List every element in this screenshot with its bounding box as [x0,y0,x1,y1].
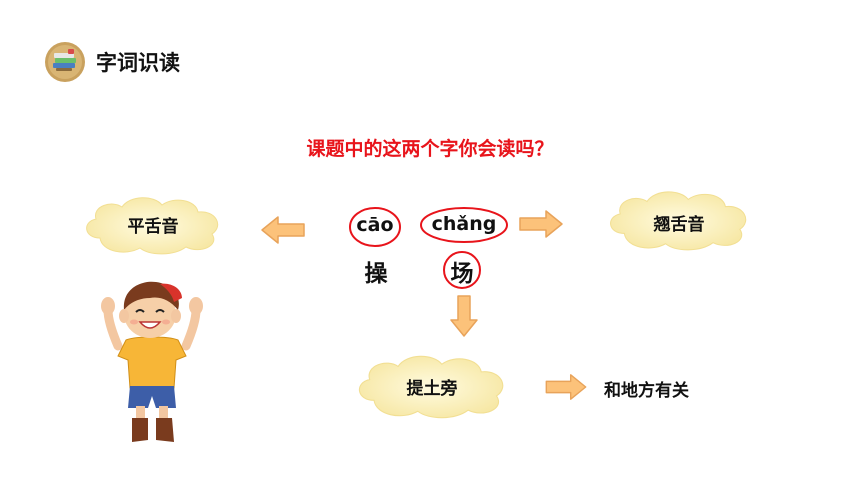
cloud-label-right: 翘舌音 [653,215,705,235]
cloud-shape-right [610,191,747,251]
pinyin-cao-circle: cāo [348,206,402,248]
hanzi-chang: 场 [450,261,474,287]
cloud-retroflex: 翘舌音 [598,186,760,252]
cloud-flat-tongue: 平舌音 [78,192,228,256]
pinyin-chang: chǎng [431,213,497,235]
hanzi-chang-circle: 场 [442,250,482,290]
cloud-shape-left [86,197,219,255]
arrow-right-icon-2 [544,372,588,402]
pinyin-cao: cāo [356,214,394,236]
cloud-label-left: 平舌音 [127,217,179,237]
books-icon [44,41,86,83]
arrow-down-icon [448,294,480,338]
arrow-right-icon [518,208,564,240]
note-text: 和地方有关 [604,381,689,401]
hanzi-cao: 操 [364,261,388,287]
question-text: 课题中的这两个字你会读吗？ [306,138,554,160]
boy-illustration [98,276,206,446]
page-title: 字词识读 [96,51,180,75]
cloud-shape-bottom [358,355,504,419]
cloud-earth-radical: 提土旁 [346,350,518,420]
arrow-left-icon [260,214,306,246]
cloud-label-bottom: 提土旁 [406,379,458,399]
pinyin-chang-circle: chǎng [419,206,509,244]
